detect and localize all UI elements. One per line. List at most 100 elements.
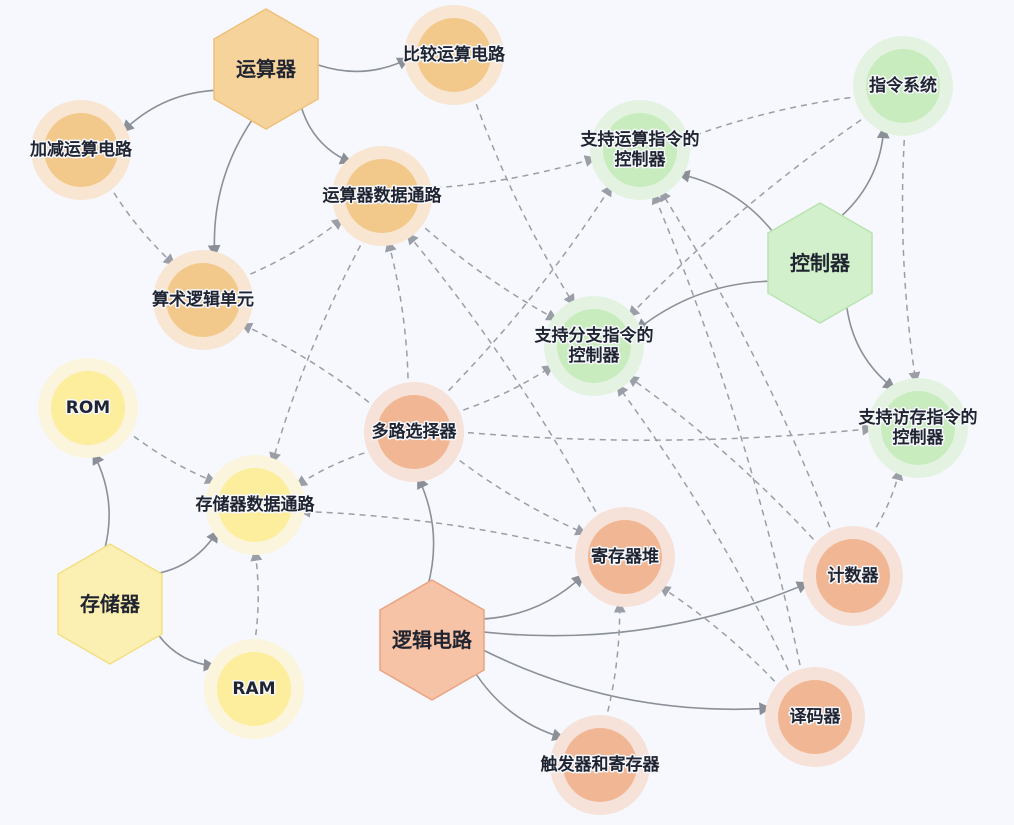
edge-duolu-to-zcfc xyxy=(456,423,875,441)
hexagon-shape xyxy=(57,543,163,665)
node-label: 逻辑电路 xyxy=(392,628,473,652)
node-core xyxy=(603,113,677,187)
node-kongzhiqi[interactable]: 控制器 xyxy=(767,202,873,324)
edge-bijiao-to-zcfz xyxy=(471,93,576,307)
node-label: 存储器数据通路 xyxy=(196,494,316,515)
edge-suanshu-to-ysqsjtl xyxy=(239,217,345,280)
edge-ysqsjtl-to-zcys xyxy=(424,155,597,190)
node-label: 指令系统 xyxy=(869,75,937,96)
node-zcfz[interactable]: 支持分支指令的控制器 xyxy=(533,296,655,396)
node-core xyxy=(816,539,890,613)
edge-duolu-to-zcfz xyxy=(452,364,555,415)
edge-zhiling-to-zcys xyxy=(682,95,862,142)
edge-zhiling-to-zcfz xyxy=(627,113,871,318)
node-label: 控制器 xyxy=(790,251,851,275)
node-core xyxy=(377,395,451,469)
node-label: 计数器 xyxy=(828,565,880,586)
edge-luoji-to-jishuqi xyxy=(484,581,810,637)
hexagon-shape xyxy=(767,202,873,324)
edge-duolu-to-zcys xyxy=(440,184,613,399)
edge-yimaqi-to-zcys xyxy=(651,191,804,677)
edge-kongzhiqi-to-zcfz xyxy=(635,280,771,332)
node-label: RAM xyxy=(232,679,275,699)
edge-chufa-to-jicunqidui xyxy=(604,600,626,723)
node-core xyxy=(217,652,291,726)
node-label: 支持访存指令的控制器 xyxy=(859,407,978,448)
edge-luoji-to-chufa xyxy=(473,671,566,742)
node-zhiling[interactable]: 指令系统 xyxy=(853,36,953,136)
edge-zhiling-to-zcfc xyxy=(901,128,921,385)
node-core xyxy=(563,728,637,802)
node-label: 寄存器堆 xyxy=(591,546,659,567)
node-jicunqidui[interactable]: 寄存器堆 xyxy=(575,507,675,607)
node-jiajian[interactable]: 加减运算电路 xyxy=(28,100,134,200)
node-luoji[interactable]: 逻辑电路 xyxy=(379,579,485,701)
node-ysqsjtl[interactable]: 运算器数据通路 xyxy=(321,146,444,246)
edge-cunchuqi-to-ram xyxy=(154,630,217,672)
node-label: 运算器数据通路 xyxy=(323,185,443,206)
edge-duolu-to-jicunqidui xyxy=(450,453,588,536)
node-suanshu[interactable]: 算术逻辑单元 xyxy=(150,250,256,350)
node-label: 运算器 xyxy=(236,57,297,81)
node-core xyxy=(166,263,240,337)
edge-yunsuanqi-to-jiajian xyxy=(121,89,218,133)
node-core xyxy=(778,680,852,754)
hexagon-shape xyxy=(379,579,485,701)
edge-jishuqi-to-zcfz xyxy=(626,375,822,548)
node-ccqsjtl[interactable]: 存储器数据通路 xyxy=(194,455,317,555)
hexagon-shape xyxy=(213,8,319,130)
edge-yunsuanqi-to-bijiao xyxy=(318,57,411,73)
edge-ram-to-ccqsjtl xyxy=(250,548,263,647)
edge-cunchuqi-to-rom xyxy=(92,451,110,552)
edge-yimaqi-to-zcfz xyxy=(616,383,794,681)
edge-duolu-to-suanshu xyxy=(240,323,378,410)
edge-yunsuanqi-to-suanshu xyxy=(207,119,253,258)
node-label: 多路选择器 xyxy=(372,421,458,442)
node-label: 支持分支指令的控制器 xyxy=(535,325,654,366)
node-duolu[interactable]: 多路选择器 xyxy=(364,382,464,482)
edge-cunchuqi-to-ccqsjtl xyxy=(153,529,219,575)
edge-duolu-to-ysqsjtl xyxy=(385,239,409,390)
node-chufa[interactable]: 触发器和寄存器 xyxy=(538,715,662,815)
edges-layer xyxy=(92,57,921,742)
edge-jishuqi-to-zcfc xyxy=(869,468,904,538)
node-zcys[interactable]: 支持运算指令的控制器 xyxy=(579,100,701,200)
node-label: 触发器和寄存器 xyxy=(540,754,661,775)
node-ram[interactable]: RAM xyxy=(204,639,304,739)
node-cunchuqi[interactable]: 存储器 xyxy=(57,543,163,665)
edge-luoji-to-yimaqi xyxy=(483,649,773,716)
node-label: 加减运算电路 xyxy=(29,139,133,160)
node-core xyxy=(866,49,940,123)
node-core xyxy=(557,309,631,383)
edge-rom-to-ccqsjtl xyxy=(124,429,218,484)
node-jishuqi[interactable]: 计数器 xyxy=(803,526,903,626)
node-label: 支持运算指令的控制器 xyxy=(581,129,700,170)
node-zcfc[interactable]: 支持访存指令的控制器 xyxy=(857,378,979,478)
node-core xyxy=(51,371,125,445)
node-core xyxy=(417,18,491,92)
node-core xyxy=(588,520,662,594)
edge-jicunqidui-to-ysqsjtl xyxy=(406,232,602,522)
node-label: ROM xyxy=(66,398,110,418)
edge-kongzhiqi-to-zcys xyxy=(676,169,776,236)
edge-luoji-to-jicunqidui xyxy=(480,573,585,620)
edge-yunsuanqi-to-ysqsjtl xyxy=(300,107,353,165)
node-yunsuanqi[interactable]: 运算器 xyxy=(213,8,319,130)
edge-ysqsjtl-to-ccqsjtl xyxy=(269,235,367,465)
edge-duolu-to-ccqsjtl xyxy=(294,449,376,487)
edge-luoji-to-duolu xyxy=(417,475,435,588)
node-label: 译码器 xyxy=(790,707,842,727)
node-label: 存储器 xyxy=(80,592,141,616)
edge-kongzhiqi-to-zhiling xyxy=(841,125,890,216)
node-label: 比较运算电路 xyxy=(403,44,506,65)
node-bijiao[interactable]: 比较运算电路 xyxy=(402,5,507,105)
edge-ysqsjtl-to-zcfz xyxy=(416,220,559,321)
node-core xyxy=(345,159,419,233)
edge-yimaqi-to-jicunqidui xyxy=(658,585,783,690)
node-rom[interactable]: ROM xyxy=(38,358,138,458)
node-yimaqi[interactable]: 译码器 xyxy=(765,667,865,767)
edge-kongzhiqi-to-zcfc xyxy=(846,308,897,391)
edge-jiajian-to-suanshu xyxy=(107,183,176,266)
